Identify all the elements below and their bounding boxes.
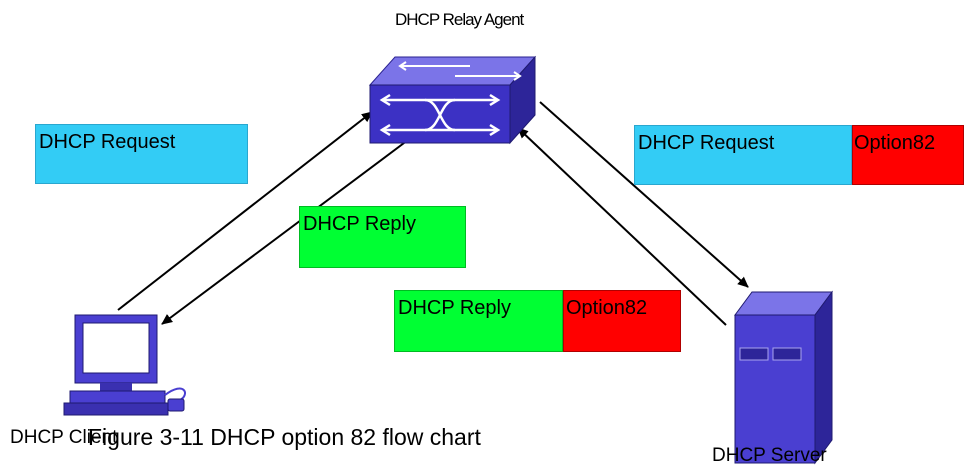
packet-label: DHCP Reply: [303, 213, 416, 235]
arrow-relay-to-client: [161, 139, 409, 325]
server-label: DHCP Server: [712, 445, 827, 466]
arrow-server-to-relay: [517, 127, 727, 326]
switch-icon: [368, 55, 537, 145]
option82-label: Option82: [566, 297, 648, 319]
packet-label: DHCP Reply: [398, 297, 511, 319]
server-request-option82: Option82: [852, 125, 964, 185]
figure-caption: Figure 3-11 DHCP option 82 flow chart: [88, 424, 481, 450]
client-request-packet: DHCP Request: [35, 124, 248, 184]
computer-icon: [63, 314, 186, 416]
server-request-packet-main: DHCP Request: [634, 125, 852, 185]
arrow-relay-to-server: [539, 101, 749, 288]
client-label: DHCP Client: [10, 427, 118, 448]
relay-agent-label: DHCP Relay Agent: [395, 10, 524, 29]
packet-label: DHCP Request: [39, 131, 176, 153]
arrow-client-to-relay: [117, 111, 373, 311]
server-reply-packet-main: DHCP Reply: [394, 290, 563, 352]
server-reply-option82: Option82: [563, 290, 681, 352]
server-icon: [734, 290, 833, 465]
client-reply-packet: DHCP Reply: [299, 206, 466, 268]
option82-label: Option82: [854, 132, 936, 154]
packet-label: DHCP Request: [638, 132, 775, 154]
